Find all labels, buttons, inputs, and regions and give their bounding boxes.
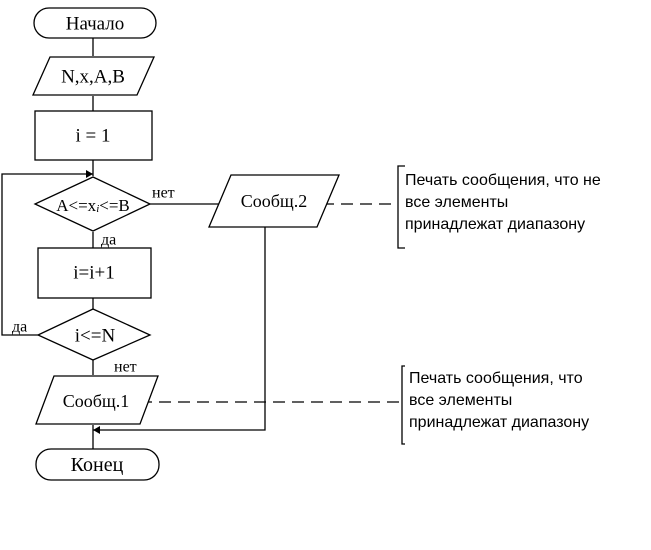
range-check-subscript: i — [96, 203, 99, 215]
start-label: Начало — [66, 14, 125, 35]
input-parallelogram — [31, 56, 156, 96]
message2-comment: Печать сообщения, что не все элементы пр… — [405, 170, 601, 236]
edge-label-yes-range: да — [101, 232, 116, 249]
increment-process — [37, 247, 152, 299]
increment-label: i=i+1 — [73, 263, 115, 284]
arrowhead-loop — [86, 170, 93, 178]
comment-bracket-message1 — [401, 365, 405, 445]
message1-label: Сообщ.1 — [63, 391, 130, 411]
start-terminator — [33, 7, 157, 39]
message2-parallelogram — [208, 174, 340, 228]
message2-label: Сообщ.2 — [241, 191, 308, 211]
end-terminator — [35, 448, 160, 481]
end-label: Конец — [71, 454, 124, 476]
range-check-prefix: A<=x — [56, 196, 96, 215]
arrowhead-merge — [93, 426, 100, 434]
edge-loop-back — [1, 173, 93, 336]
message1-comment-line-2: все элементы — [409, 392, 513, 409]
edge-message2-to-end — [93, 227, 266, 431]
message2-comment-line-1: Печать сообщения, что не — [405, 172, 601, 189]
edge-label-yes-loop: да — [12, 319, 27, 336]
range-check-suffix: <=B — [99, 196, 130, 215]
edge-label-no-range: нет — [152, 185, 175, 202]
loop-condition-label: i<=N — [75, 326, 116, 347]
input-label: N,x,A,B — [61, 67, 125, 88]
message2-comment-line-3: принадлежат диапазону — [405, 216, 586, 233]
message1-comment-line-1: Печать сообщения, что — [409, 370, 583, 387]
edge-label-no-loop: нет — [114, 359, 137, 376]
message2-comment-line-2: все элементы — [405, 194, 509, 211]
comment-bracket-message2 — [397, 165, 405, 249]
range-check-label: A<=xi<=B — [56, 196, 130, 216]
init-label: i = 1 — [76, 126, 111, 147]
message1-comment: Печать сообщения, что все элементы прина… — [409, 368, 589, 434]
message1-parallelogram — [35, 375, 159, 425]
arrowheads — [86, 170, 100, 434]
loop-condition-decision — [36, 308, 152, 361]
init-process — [34, 110, 153, 161]
message1-comment-line-3: принадлежат диапазону — [409, 414, 590, 431]
range-check-decision — [33, 176, 152, 232]
